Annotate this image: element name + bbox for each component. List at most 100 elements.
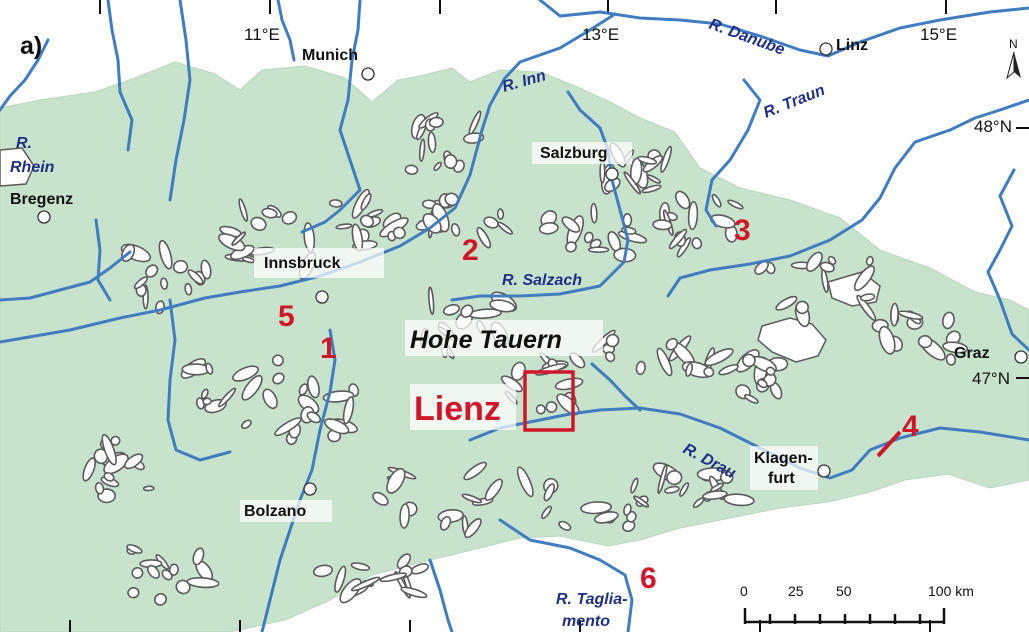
glacier-patch (558, 520, 572, 531)
city-dot-bregenz (37, 210, 51, 224)
halo-innsbruck (254, 248, 384, 278)
river-inn-upper (0, 250, 132, 302)
glacier-patch (545, 401, 558, 413)
glacier-patch (709, 482, 725, 493)
glacier-patch (890, 302, 899, 327)
glacier-patch (142, 485, 155, 492)
river-eisack (166, 298, 232, 462)
glacier-patch (942, 341, 969, 354)
glacier-patch (328, 199, 343, 208)
glacier-patch (231, 231, 247, 246)
glacier-patch (103, 472, 115, 482)
glacier-patch (856, 294, 877, 322)
glacier-patch (795, 300, 810, 315)
glacier-patch (261, 207, 278, 219)
river-label-rhein-2: Rhein (10, 159, 55, 176)
glacier-patch (205, 362, 214, 375)
river-isel (590, 362, 642, 412)
lake-constance (0, 147, 35, 187)
glacier-patch (665, 337, 679, 351)
glacier-patch (483, 216, 499, 229)
glacier-patch (859, 293, 876, 302)
river-label-tagliamento-2: mento (562, 613, 610, 630)
glacier-patch (687, 201, 699, 231)
glacier-patch (711, 193, 722, 208)
glacier-patch (666, 470, 683, 486)
glacier-patch (306, 411, 322, 424)
glacier-patch (350, 562, 371, 571)
glacier-patch (281, 211, 298, 225)
glacier-patch (160, 277, 169, 290)
glacier-patch (218, 233, 246, 252)
river-label-tagliamento-1: R. Taglia- (556, 591, 627, 608)
glacier-patch (127, 586, 140, 599)
glacier-patch (765, 366, 776, 376)
river-lech (168, 0, 192, 202)
river-label-traun: R. Traun (761, 82, 827, 122)
glacier-patch (583, 231, 594, 244)
river-mur (986, 168, 1029, 352)
glacier-patch (805, 251, 823, 272)
glacier-patch (232, 365, 259, 382)
glacier-patch (82, 457, 97, 482)
grid-label-11e: 11°E (244, 25, 280, 44)
glacier-patch (623, 503, 632, 516)
glacier-patch (350, 576, 381, 592)
glacier-patch (664, 485, 680, 494)
glacier-patch (145, 264, 159, 278)
glacier-patch (133, 276, 149, 290)
grid-label-47n: 47°N (972, 369, 1010, 388)
glacier-patch (691, 237, 703, 250)
graticule-ticks (69, 0, 1029, 632)
river-traun (704, 78, 762, 228)
glacier-patch (200, 388, 209, 400)
site-label-6: 6 (640, 562, 657, 595)
scale-tick-0: 0 (740, 583, 748, 599)
glacier-patch (657, 463, 668, 495)
glacier-patch (656, 347, 673, 377)
site-label-3: 3 (734, 214, 751, 247)
city-dot-salzburg (605, 167, 619, 181)
glacier-patch (554, 377, 584, 391)
glacier-patch (342, 396, 355, 425)
glacier-patch (945, 353, 957, 366)
scale-tick-25: 25 (788, 583, 804, 599)
glacier-patch (404, 164, 419, 175)
region-label-hohe-tauern: Hohe Tauern (410, 326, 562, 354)
glacier-patch (652, 219, 673, 231)
city-dot-graz (1014, 350, 1028, 364)
glacier-patch (94, 481, 105, 495)
glacier-patch (719, 470, 734, 485)
glacier-patch (775, 295, 798, 311)
river-inn (0, 12, 617, 344)
glacier-patch (878, 325, 896, 355)
glacier-patch (131, 566, 144, 579)
glacier-patch (250, 216, 267, 231)
glacier-patch (126, 544, 143, 554)
glacier-patch (427, 286, 435, 316)
glacier-patch (262, 388, 278, 410)
river-label-rhein-1: R. (16, 135, 32, 152)
glacier-patch (754, 260, 769, 275)
glacier-patch (641, 184, 662, 194)
glacier-patch (464, 518, 482, 539)
river-rhein (0, 38, 50, 112)
glacier-patch (941, 311, 955, 330)
grid-label-15e: 15°E (920, 25, 957, 44)
glacier-patch (679, 482, 690, 497)
glacier-patch (463, 461, 488, 481)
glacier-patch (703, 366, 715, 378)
glacier-patch (853, 265, 875, 292)
river-danube (538, 0, 1029, 58)
glacier-patch (646, 174, 662, 184)
city-label-munich: Munich (302, 47, 358, 64)
glacier-patch (633, 495, 650, 508)
city-dot-linz (819, 42, 833, 56)
river-piave (428, 558, 454, 632)
glacier-patch (723, 493, 755, 507)
glacier-patch (172, 259, 189, 274)
glacier-patch (101, 433, 117, 466)
